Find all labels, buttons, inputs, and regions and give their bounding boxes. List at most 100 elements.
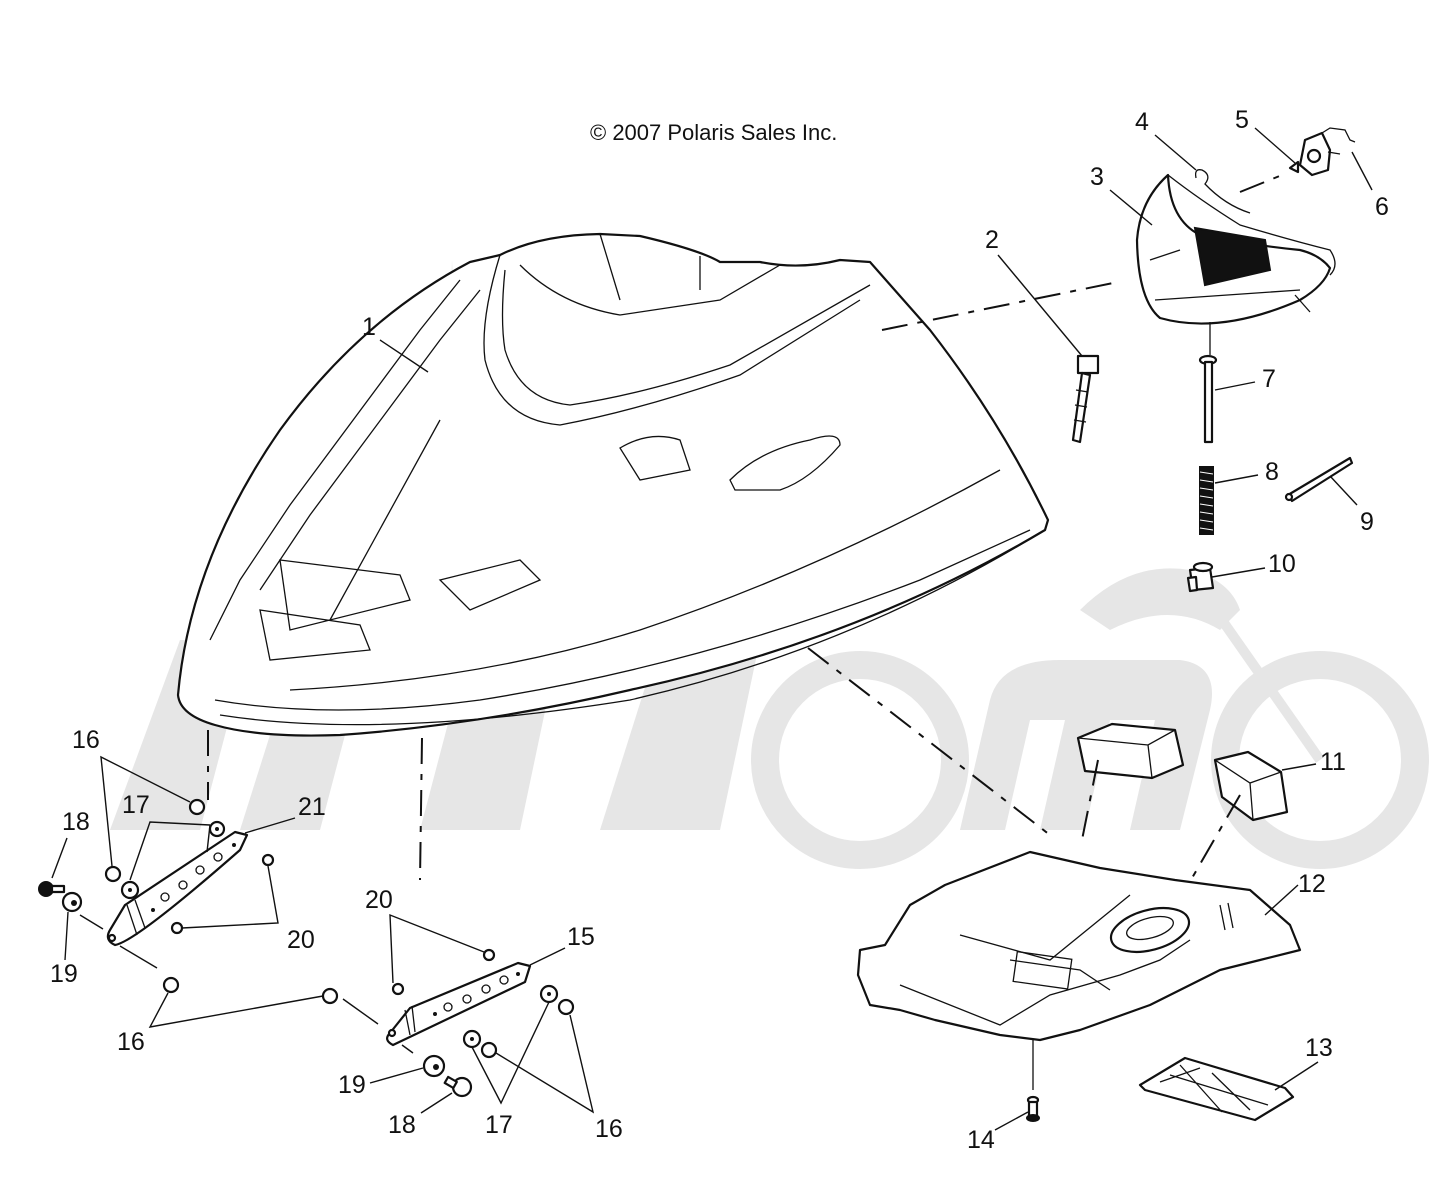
callout-7: 7 bbox=[1262, 365, 1276, 393]
foam-block-part-11-a[interactable] bbox=[1076, 722, 1185, 780]
leader-17-top bbox=[129, 821, 211, 881]
leader-18-left bbox=[51, 837, 68, 879]
callout-2: 2 bbox=[985, 226, 999, 254]
leader-13 bbox=[1274, 1061, 1319, 1091]
nut-16-f[interactable] bbox=[557, 998, 575, 1016]
washers-part-17[interactable] bbox=[120, 820, 559, 1049]
callout-16-left: 16 bbox=[117, 1028, 145, 1056]
bolt-18-a-shank bbox=[50, 884, 66, 894]
rivet-20-b[interactable] bbox=[170, 921, 184, 935]
dashline-bracket-left bbox=[79, 914, 104, 930]
leader-21 bbox=[244, 817, 296, 834]
hood-part-1[interactable] bbox=[176, 232, 1050, 737]
dashline-bulb bbox=[1239, 174, 1283, 193]
dashline-bracket-left-2 bbox=[119, 945, 158, 969]
callout-3: 3 bbox=[1090, 163, 1104, 191]
callout-6: 6 bbox=[1375, 193, 1389, 221]
leader-18-right bbox=[420, 1092, 453, 1114]
headlight-housing-part-3[interactable] bbox=[1135, 173, 1336, 325]
bracket-part-21[interactable] bbox=[106, 830, 249, 947]
rivets-part-20[interactable] bbox=[170, 853, 496, 996]
nut-16-c[interactable] bbox=[162, 976, 180, 994]
belly-pan-part-12[interactable] bbox=[856, 850, 1302, 1042]
callout-17-top: 17 bbox=[122, 791, 150, 819]
leader-19-right bbox=[369, 1067, 424, 1084]
leader-5 bbox=[1254, 127, 1296, 164]
callout-19-right: 19 bbox=[338, 1071, 366, 1099]
callout-21: 21 bbox=[298, 793, 326, 821]
leader-9 bbox=[1329, 475, 1358, 506]
leader-2 bbox=[997, 254, 1083, 357]
callout-11: 11 bbox=[1320, 748, 1346, 776]
callout-1: 1 bbox=[362, 313, 376, 341]
leader-10 bbox=[1211, 567, 1266, 578]
callout-16-top: 16 bbox=[72, 726, 100, 754]
strip-part-9[interactable] bbox=[1284, 456, 1354, 503]
dashline-hood-to-headlight bbox=[881, 281, 1119, 331]
leader-3 bbox=[1109, 189, 1153, 226]
screen-part-13[interactable] bbox=[1138, 1056, 1295, 1122]
callout-10: 10 bbox=[1268, 550, 1296, 578]
callout-18-left: 18 bbox=[62, 808, 90, 836]
nut-16-d[interactable] bbox=[321, 987, 339, 1005]
callout-13: 13 bbox=[1305, 1034, 1333, 1062]
nut-part-10[interactable] bbox=[1186, 561, 1215, 593]
callout-14: 14 bbox=[967, 1126, 995, 1154]
foam-block-part-11-b[interactable] bbox=[1213, 750, 1289, 822]
leader-8 bbox=[1214, 474, 1259, 484]
leader-1 bbox=[379, 339, 429, 373]
dashline-bracket-right bbox=[342, 998, 379, 1025]
rivet-20-c[interactable] bbox=[391, 982, 405, 996]
dashline-foam-b bbox=[1187, 794, 1241, 886]
dashline-foam-a bbox=[1081, 759, 1099, 841]
callout-12: 12 bbox=[1298, 870, 1326, 898]
spacers-part-19[interactable] bbox=[61, 891, 446, 1078]
callout-15: 15 bbox=[567, 923, 595, 951]
leader-16-left bbox=[148, 992, 324, 1028]
leader-19-left bbox=[64, 911, 69, 961]
harness-part-2[interactable] bbox=[1071, 354, 1100, 444]
clip-part-4[interactable] bbox=[1194, 169, 1251, 214]
dashline-hood-right bbox=[419, 737, 423, 881]
nut-16-e[interactable] bbox=[480, 1041, 498, 1059]
leader-4 bbox=[1154, 134, 1197, 171]
bracket-part-15[interactable] bbox=[386, 961, 532, 1047]
spring-part-8[interactable] bbox=[1199, 466, 1214, 535]
watermark-fork bbox=[1210, 607, 1325, 763]
callout-20-right: 20 bbox=[365, 886, 393, 914]
leader-20-right bbox=[389, 913, 485, 984]
wire-part-6[interactable] bbox=[1321, 127, 1356, 155]
leader-6 bbox=[1351, 151, 1373, 191]
copyright-text: © 2007 Polaris Sales Inc. bbox=[590, 120, 837, 145]
bolts-part-18[interactable] bbox=[38, 881, 473, 1098]
callout-19-left: 19 bbox=[50, 960, 78, 988]
bolt-18-b-shank bbox=[443, 1075, 458, 1090]
screw-part-14[interactable] bbox=[1026, 1040, 1040, 1122]
leader-14 bbox=[994, 1111, 1029, 1131]
nuts-part-16[interactable] bbox=[104, 798, 575, 1059]
callout-17-bottom: 17 bbox=[485, 1111, 513, 1139]
leader-16-right bbox=[495, 1014, 595, 1114]
dashline-bracket-right-2 bbox=[401, 1044, 414, 1054]
nut-16-a[interactable] bbox=[188, 798, 206, 816]
callout-4: 4 bbox=[1135, 108, 1149, 136]
leader-17-bottom bbox=[471, 1001, 550, 1105]
callout-9: 9 bbox=[1360, 508, 1374, 536]
nut-16-b[interactable] bbox=[104, 865, 122, 883]
bulb-part-5[interactable] bbox=[1288, 131, 1332, 177]
callout-18-right: 18 bbox=[388, 1111, 416, 1139]
callout-20-left: 20 bbox=[287, 926, 315, 954]
watermark-letter bbox=[600, 640, 760, 830]
rivet-20-a[interactable] bbox=[261, 853, 275, 867]
leader-20-left bbox=[181, 865, 279, 929]
screw-part-7[interactable] bbox=[1198, 322, 1218, 444]
rivet-20-d[interactable] bbox=[482, 948, 496, 962]
watermark-wheel-rear bbox=[751, 651, 969, 869]
leader-7 bbox=[1214, 381, 1256, 391]
watermark-tank bbox=[1080, 568, 1240, 630]
callout-8: 8 bbox=[1265, 458, 1279, 486]
leader-12 bbox=[1264, 884, 1299, 916]
callout-16-right: 16 bbox=[595, 1115, 623, 1143]
leader-15 bbox=[529, 947, 566, 966]
